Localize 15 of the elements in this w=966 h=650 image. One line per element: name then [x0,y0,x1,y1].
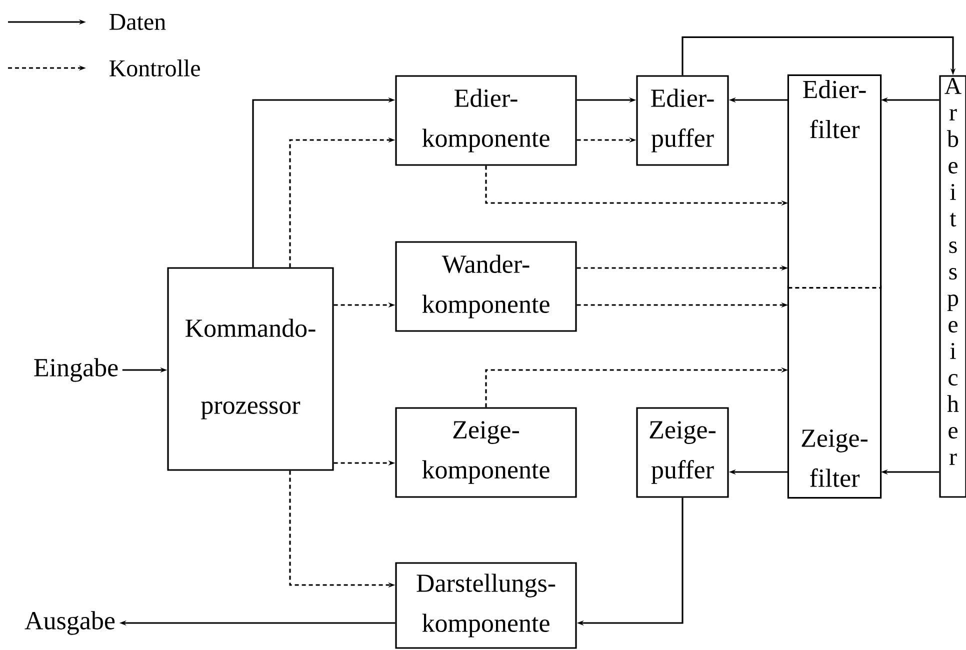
process-box: Kommando- prozessor [167,267,334,471]
process-box: Darstellungs- komponente [395,562,577,649]
process-box: Zeige- komponente [395,407,577,498]
io-label: Ausgabe [24,611,115,635]
process-box: Wander- komponente [395,241,577,332]
process-box: Zeige- puffer [636,407,729,498]
filter-box: Zeige- filter [787,285,882,499]
io-label: Eingabe [34,358,118,382]
filter-box: Edier- filter [787,74,882,289]
memory-box: Arbeitsspeicher [939,75,966,498]
legend-label: Kontrolle [110,60,200,76]
arrow [682,36,956,76]
process-box: Edier- komponente [395,75,577,166]
legend-label: Daten [110,14,166,30]
process-box: Edier- puffer [636,75,729,166]
